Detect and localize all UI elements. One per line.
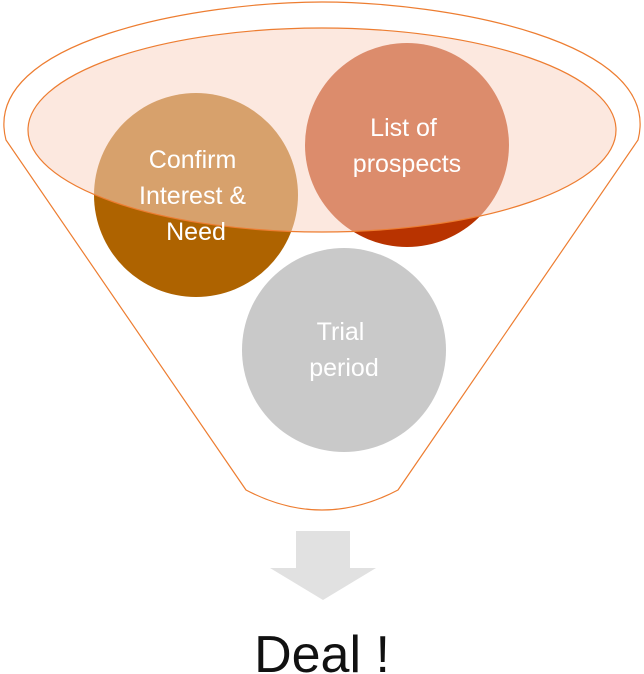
confirm-label-line-1: Confirm [149,146,237,174]
trial-period-circle [242,248,446,452]
prospects-label-line-1: List of [370,114,437,142]
prospects-label-line-2: prospects [353,150,461,178]
trial-period-label: Trial period [309,318,379,382]
confirm-label-line-2: Interest & [139,182,246,210]
trial-label-line-1: Trial [317,318,365,346]
down-arrow-icon [270,531,376,600]
confirm-interest-label: Confirm Interest & Need [139,146,253,246]
funnel-rim [27,27,617,233]
trial-label-line-2: period [309,354,379,382]
prospects-label: List of prospects [353,114,461,178]
confirm-label-line-3: Need [166,218,226,246]
deal-label: Deal ! [254,626,390,674]
